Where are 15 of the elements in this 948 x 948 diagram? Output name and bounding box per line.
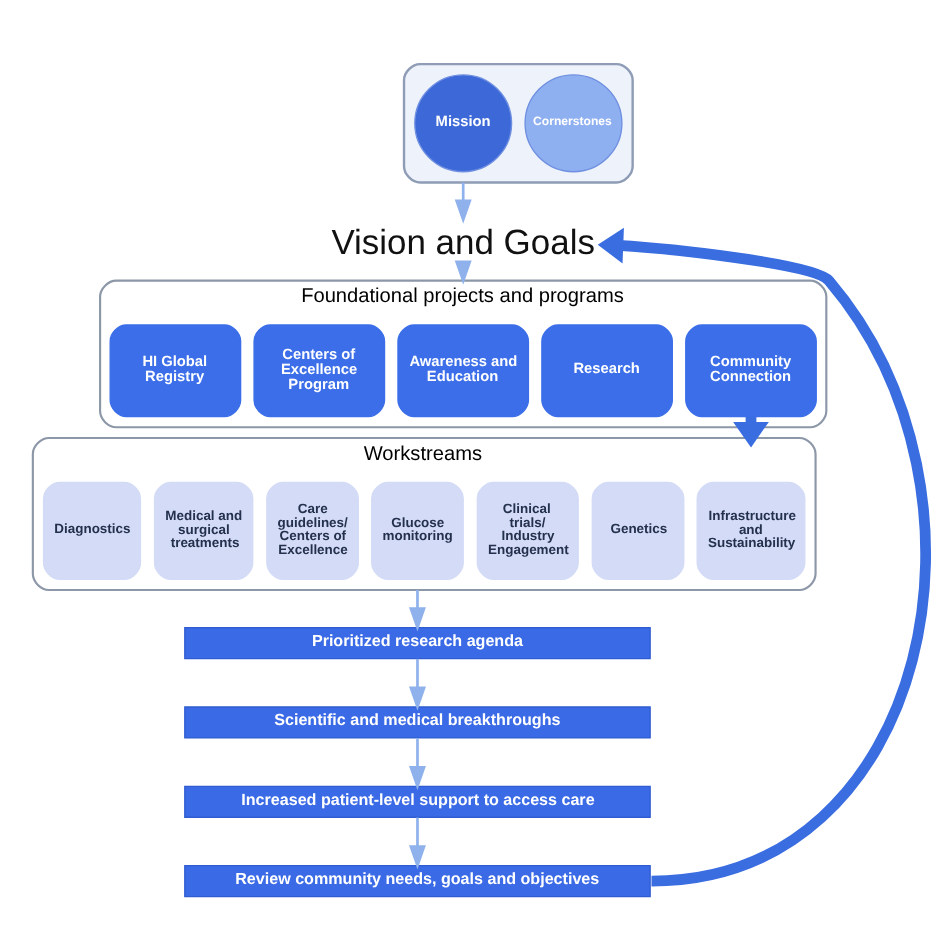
- node-box: Centers of Excellence Program: [253, 323, 386, 417]
- node-box: HI Global Registry: [109, 323, 242, 417]
- arrow: [409, 816, 426, 869]
- node-box: Community Connection: [685, 323, 817, 417]
- cluster: [402, 61, 634, 183]
- arrow: [597, 226, 931, 886]
- arrow: [454, 259, 472, 284]
- arrow: [409, 589, 426, 631]
- arrow: [409, 737, 426, 790]
- node-box: Awareness and Education: [397, 323, 530, 417]
- node-circle: Mission: [414, 73, 513, 172]
- arrow: [454, 181, 472, 223]
- node-text: Vision and Goals: [331, 220, 595, 261]
- arrow: [409, 657, 426, 710]
- node-box: Research: [541, 323, 673, 417]
